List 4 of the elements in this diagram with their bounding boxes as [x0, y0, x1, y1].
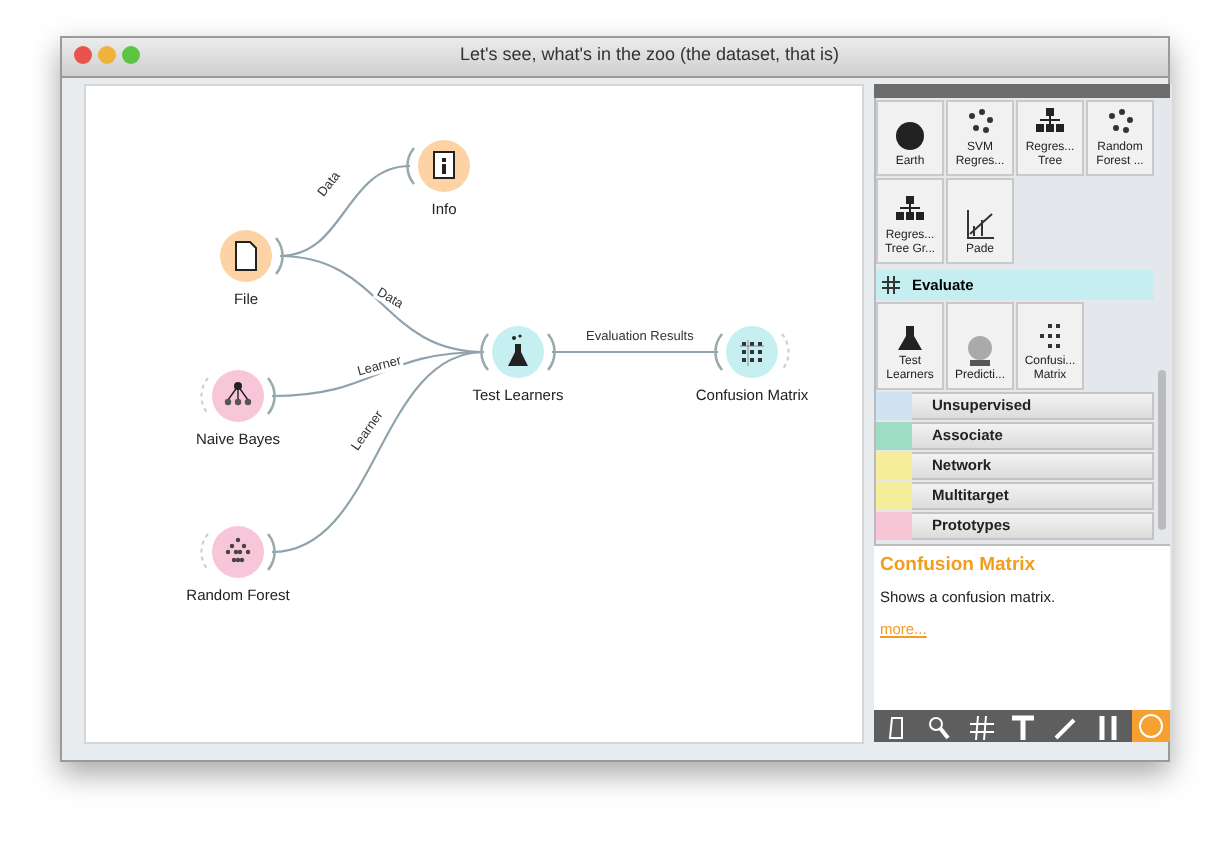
window-title: Let's see, what's in the zoo (the dataset, that is): [460, 44, 840, 64]
connection-line: [271, 350, 485, 554]
connection-line: [552, 350, 718, 354]
info-heading: Confusion Matrix: [880, 554, 1036, 576]
